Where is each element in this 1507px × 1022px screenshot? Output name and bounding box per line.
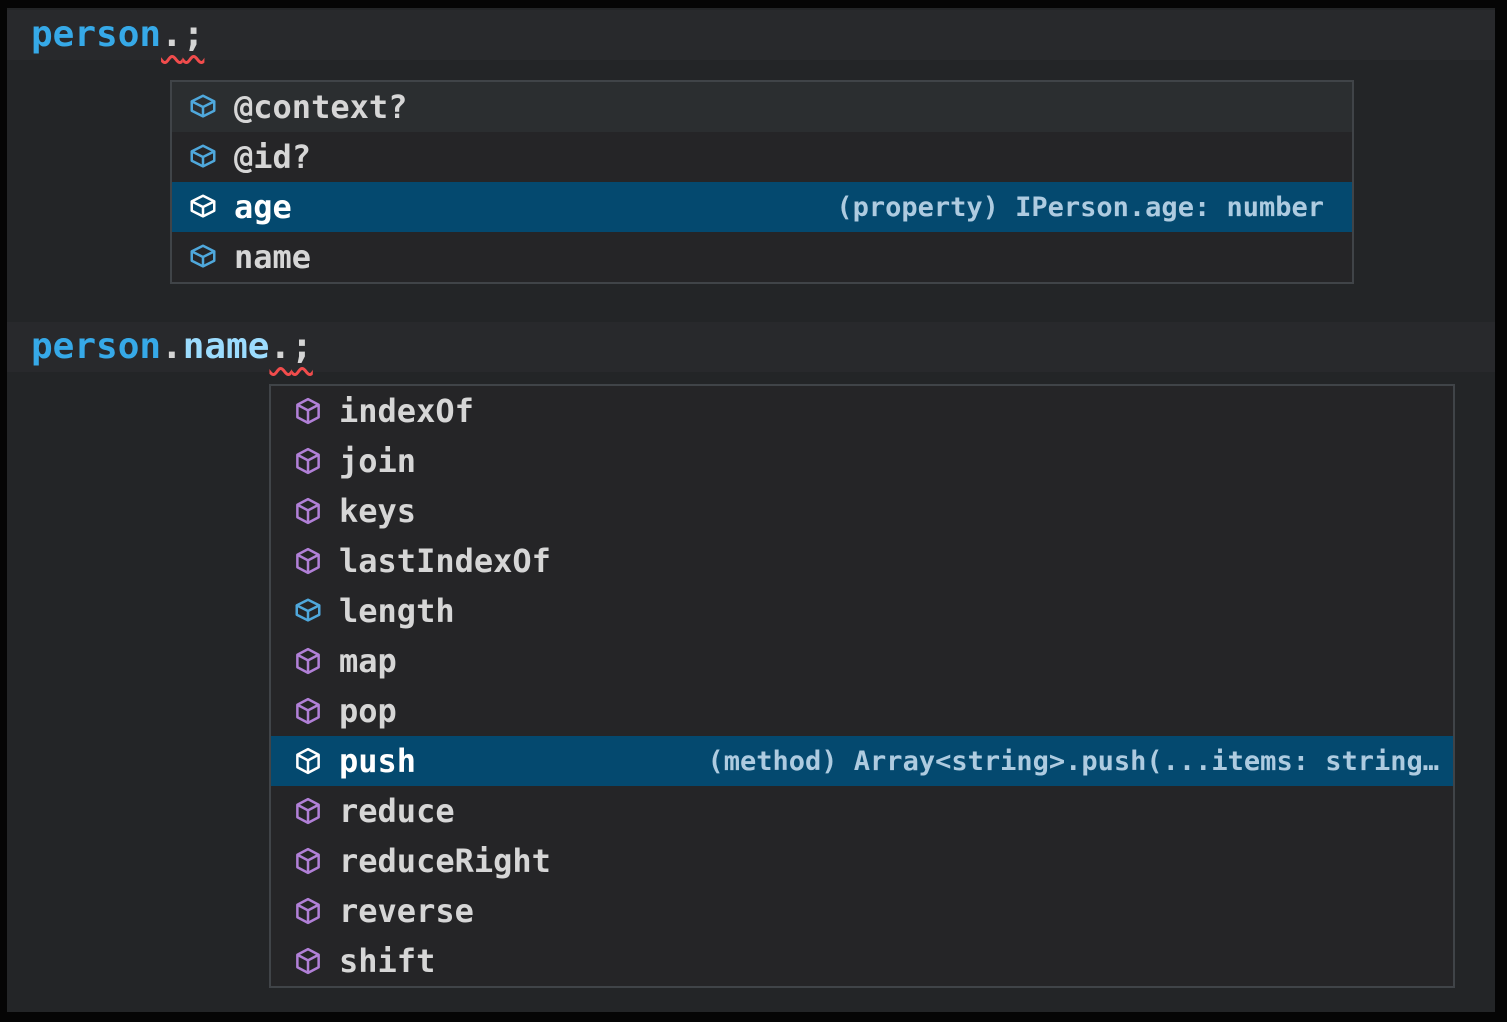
method-icon [293, 546, 323, 576]
current-line-highlight [7, 322, 1495, 372]
property-icon [293, 596, 323, 626]
code-token-dot: . [269, 326, 292, 367]
suggestion-item-context[interactable]: @context? [172, 82, 1352, 132]
code-token-dot: . [161, 14, 183, 55]
suggestion-item-keys[interactable]: keys [271, 486, 1453, 536]
property-icon [188, 192, 218, 222]
code-token-variable: person [31, 14, 162, 55]
code-token-property: name [182, 326, 270, 367]
code-token-semicolon: ; [291, 326, 313, 367]
suggestion-label: indexOf [339, 392, 474, 430]
method-icon [293, 396, 323, 426]
code-editor[interactable]: person.; person.name.; @context? @id? ag… [7, 8, 1495, 1012]
suggestion-item-push[interactable]: push (method) Array<string>.push(...item… [271, 736, 1453, 786]
suggestion-item-reduceright[interactable]: reduceRight [271, 836, 1453, 886]
suggestion-label: reverse [339, 892, 474, 930]
suggestion-label: keys [339, 492, 417, 530]
suggestion-label: @id? [234, 138, 312, 176]
suggestion-item-reduce[interactable]: reduce [271, 786, 1453, 836]
method-icon [293, 646, 323, 676]
property-icon [188, 142, 218, 172]
suggestion-item-shift[interactable]: shift [271, 936, 1453, 986]
intellisense-popup-person: @context? @id? age (property) IPerson.ag… [170, 80, 1354, 284]
suggestion-label: shift [339, 942, 436, 980]
suggestion-label: age [234, 188, 292, 226]
suggestion-label: reduceRight [339, 842, 551, 880]
method-icon [293, 846, 323, 876]
suggestion-item-name[interactable]: name [172, 232, 1352, 282]
code-token-variable: person [31, 326, 162, 367]
suggestion-item-pop[interactable]: pop [271, 686, 1453, 736]
current-line-highlight [7, 10, 1495, 60]
code-token-semicolon: ; [182, 14, 205, 55]
suggestion-label: push [339, 742, 417, 780]
method-icon [293, 946, 323, 976]
intellisense-popup-person-name: indexOf join keys lastIndexOf length map [269, 384, 1455, 988]
suggestion-label: join [339, 442, 417, 480]
suggestion-item-lastindexof[interactable]: lastIndexOf [271, 536, 1453, 586]
suggestion-label: name [234, 238, 312, 276]
method-icon [293, 496, 323, 526]
property-icon [188, 242, 218, 272]
suggestion-item-map[interactable]: map [271, 636, 1453, 686]
suggestion-detail: (property) IPerson.age: number [836, 191, 1324, 223]
code-line-1: person.; [31, 10, 204, 60]
suggestion-item-id[interactable]: @id? [172, 132, 1352, 182]
method-icon [293, 896, 323, 926]
suggestion-detail: (method) Array<string>.push(...items: st… [707, 745, 1440, 777]
code-line-2: person.name.; [31, 322, 313, 372]
suggestion-item-indexof[interactable]: indexOf [271, 386, 1453, 436]
suggestion-item-age[interactable]: age (property) IPerson.age: number [172, 182, 1352, 232]
method-icon [293, 696, 323, 726]
suggestion-label: lastIndexOf [339, 542, 551, 580]
suggestion-label: @context? [234, 88, 408, 126]
method-icon [293, 446, 323, 476]
suggestion-label: reduce [339, 792, 455, 830]
code-token-dot: . [161, 326, 183, 367]
suggestion-label: map [339, 642, 397, 680]
method-icon [293, 796, 323, 826]
property-icon [188, 92, 218, 122]
suggestion-item-join[interactable]: join [271, 436, 1453, 486]
suggestion-label: length [339, 592, 455, 630]
suggestion-label: pop [339, 692, 397, 730]
method-icon [293, 746, 323, 776]
suggestion-item-length[interactable]: length [271, 586, 1453, 636]
suggestion-item-reverse[interactable]: reverse [271, 886, 1453, 936]
